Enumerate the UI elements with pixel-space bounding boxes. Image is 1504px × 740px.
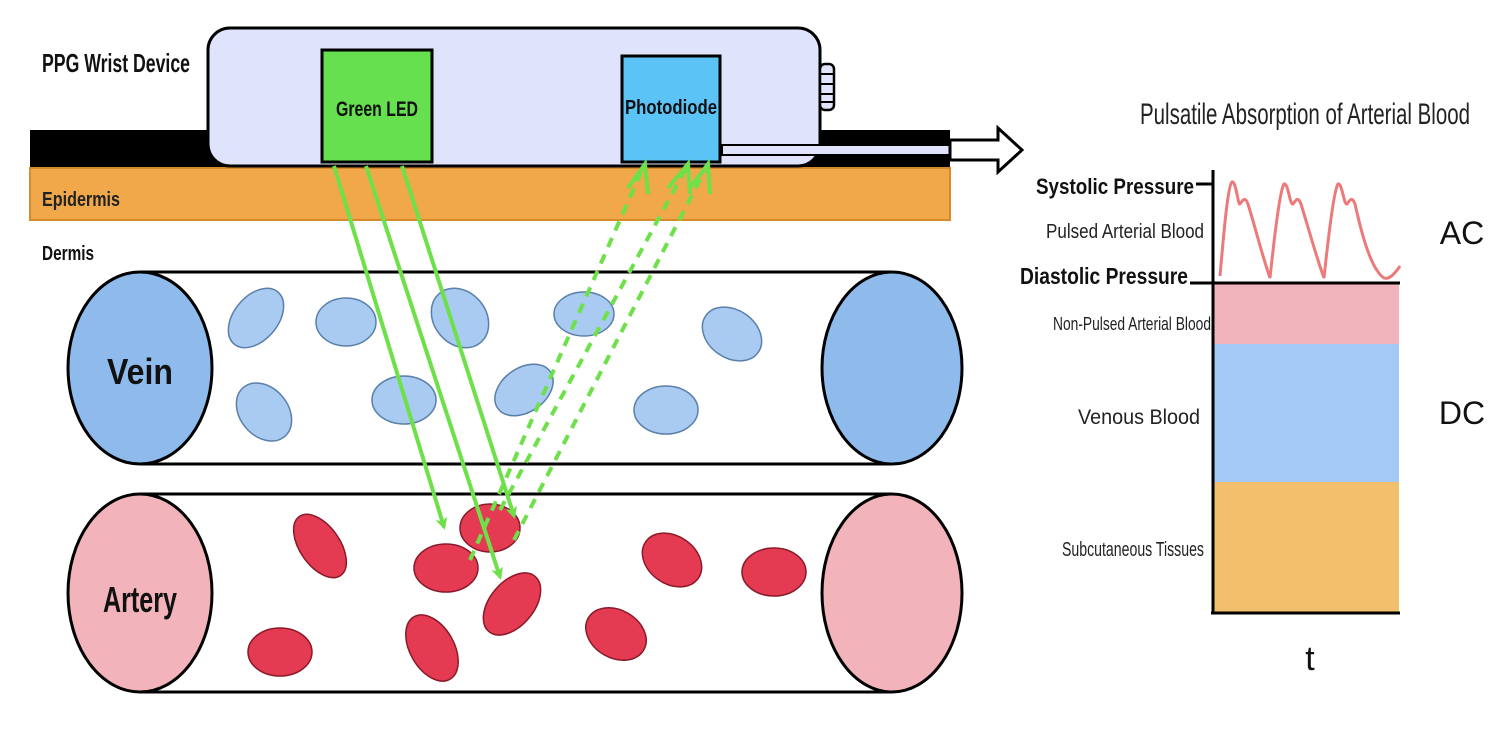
reflected-light-rays <box>468 169 707 561</box>
diastolic-label: Diastolic Pressure <box>1020 263 1188 289</box>
ac-label: AC <box>1440 215 1484 251</box>
subcutaneous-tissue-band <box>1213 482 1399 612</box>
device-crown-knob <box>818 62 836 112</box>
artery-vessel: Artery <box>66 492 964 694</box>
non-pulsed-arterial-label: Non-Pulsed Arterial Blood <box>1053 314 1211 334</box>
vein-cell <box>315 297 377 347</box>
reflected-arrowheads <box>626 158 712 195</box>
artery-left-end <box>66 492 214 694</box>
venous-blood-label: Venous Blood <box>1078 406 1200 429</box>
artery-cell <box>405 614 459 682</box>
incident-ray <box>332 165 448 530</box>
skin-and-device: Epidermis Dermis PPG Wrist Device Green … <box>29 26 1025 265</box>
graph-title: Pulsatile Absorption of Arterial Blood <box>1140 98 1470 131</box>
subcutaneous-label: Subcutaneous Tissues <box>1062 539 1204 561</box>
vein-cell <box>553 291 615 337</box>
vein-left-end <box>66 270 214 466</box>
artery-cell <box>482 572 542 636</box>
reflected-ray <box>512 169 707 541</box>
vein-vessel: Vein <box>66 270 964 466</box>
artery-cell <box>247 627 313 677</box>
incident-ray <box>400 165 517 519</box>
incident-light-rays <box>332 165 517 580</box>
signal-cable <box>721 144 951 156</box>
dc-label: DC <box>1439 395 1485 431</box>
epidermis-label: Epidermis <box>42 189 120 211</box>
vein-cell <box>633 385 699 435</box>
incident-ray <box>364 165 503 580</box>
pulsed-arterial-label: Pulsed Arterial Blood <box>1046 221 1204 243</box>
dermis-label: Dermis <box>42 243 94 265</box>
pulse-waveform <box>1218 180 1402 280</box>
absorption-graph: Pulsatile Absorption of Arterial Blood S… <box>1020 98 1485 678</box>
vein-cell <box>235 382 293 442</box>
artery-right-end <box>820 492 964 694</box>
vein-cell <box>701 306 763 362</box>
green-led <box>320 48 434 164</box>
photodiode <box>620 54 722 164</box>
photodiode-label: Photodiode <box>625 97 717 119</box>
artery-label: Artery <box>103 579 177 620</box>
artery-cell <box>413 543 479 593</box>
systolic-label: Systolic Pressure <box>1036 174 1194 199</box>
artery-cell <box>585 607 647 661</box>
x-axis-label: t <box>1305 640 1315 678</box>
vein-cell <box>227 287 285 349</box>
vein-right-end <box>820 270 964 466</box>
artery-cell <box>641 532 703 588</box>
artery-cells <box>247 503 807 682</box>
artery-cell <box>292 513 348 579</box>
epidermis-layer <box>29 167 951 221</box>
device-title: PPG Wrist Device <box>42 48 190 78</box>
vein-label: Vein <box>107 351 173 392</box>
green-led-label: Green LED <box>336 98 418 121</box>
artery-cell <box>741 547 807 597</box>
venous-blood-band <box>1213 344 1399 482</box>
non-pulsed-arterial-band <box>1213 284 1399 344</box>
output-arrow-icon <box>948 124 1025 176</box>
